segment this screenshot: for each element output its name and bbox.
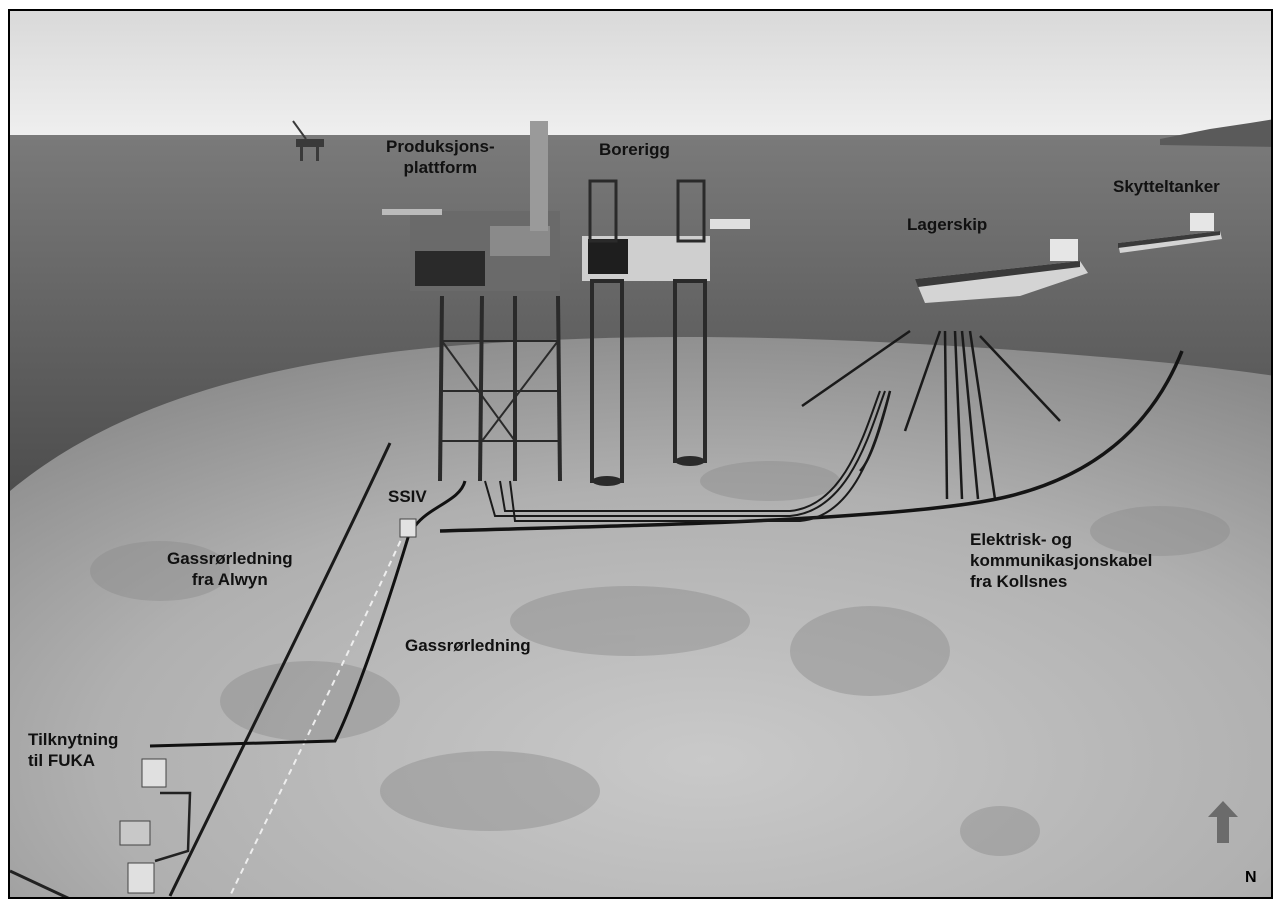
seabed-scene — [10, 11, 1271, 897]
shuttle-tanker — [1118, 213, 1222, 253]
storage-ship — [915, 239, 1088, 303]
fuka-label: Tilknytning til FUKA — [28, 729, 118, 771]
electric-cable — [439, 350, 1184, 533]
fuka-label-line1: Tilknytning — [28, 730, 119, 749]
gas-pipeline — [149, 530, 412, 748]
infield-flowlines — [484, 390, 891, 522]
electric-cable-label-line1: Elektrisk- og — [970, 530, 1073, 549]
gas-pipeline-alwyn-label-line1: Gassrørledning — [167, 549, 293, 568]
fuka-modules — [10, 758, 192, 897]
fuka-label-line2: til FUKA — [28, 751, 96, 770]
production-platform-label-line1: Produksjons- — [386, 137, 495, 156]
production-platform-label-line2: plattform — [403, 158, 478, 177]
ssiv-module — [399, 518, 417, 538]
electric-cable-label-line3: fra Kollsnes — [970, 572, 1068, 591]
gas-pipeline-alwyn-label-line2: fra Alwyn — [191, 570, 268, 589]
drilling-rig — [582, 179, 750, 486]
seabed-texture — [90, 461, 1230, 856]
dashed-pipeline — [229, 530, 406, 897]
gas-pipeline-alwyn — [168, 442, 392, 897]
production-platform-label: Produksjons- plattform — [386, 136, 495, 178]
platform-to-ssiv-line — [413, 480, 467, 527]
distant-coast — [1160, 119, 1271, 147]
electric-cable-label-line2: kommunikasjonskabel — [970, 551, 1153, 570]
platform-jacket — [438, 295, 562, 482]
shuttle-tanker-label: Skytteltanker — [1113, 177, 1220, 196]
storage-ship-label: Lagerskip — [907, 215, 988, 234]
gas-pipeline-alwyn-label: Gassrørledning fra Alwyn — [167, 548, 293, 590]
north-label: N — [1245, 869, 1257, 886]
sky — [10, 11, 1271, 136]
production-platform — [382, 121, 560, 291]
drilling-rig-label: Borerigg — [599, 140, 670, 159]
seabed — [10, 336, 1271, 897]
illustration-frame: Produksjons- plattform Borerigg Lagerski… — [8, 9, 1273, 899]
gas-pipeline-label: Gassrørledning — [405, 636, 531, 655]
ssiv-label: SSIV — [388, 487, 427, 506]
distant-platform — [292, 120, 324, 161]
electric-cable-label: Elektrisk- og kommunikasjonskabel fra Ko… — [970, 529, 1152, 592]
north-arrow-icon — [1208, 801, 1238, 843]
